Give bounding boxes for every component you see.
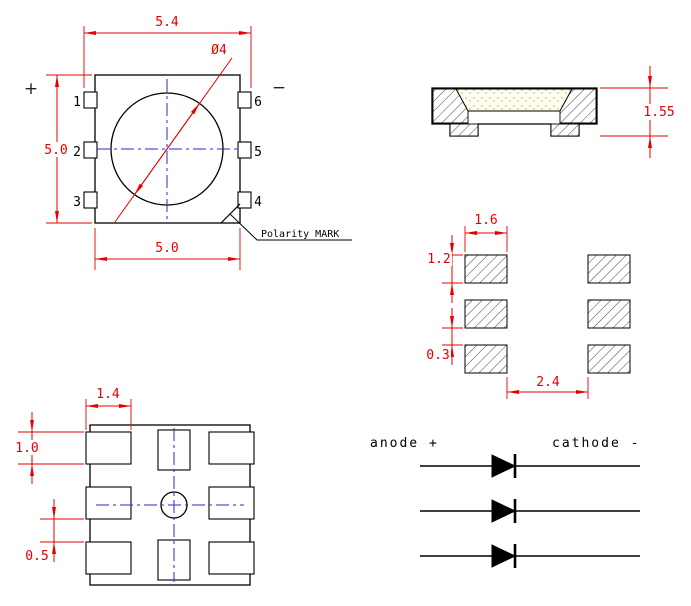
reflector-wall-right [559, 88, 597, 124]
pad-layout: 1.6 1.2 0.3 2.4 [424, 213, 631, 399]
dim-lens-diameter-value: Ø4 [211, 43, 227, 58]
dim-body-width: 5.0 [94, 228, 241, 270]
diode-triangle [491, 544, 517, 568]
dim-body-height-value: 5.0 [44, 143, 67, 158]
anode-label: anode + [370, 436, 439, 451]
dim-overall-width-value: 5.4 [155, 15, 179, 30]
dim-body-width-value: 5.0 [155, 241, 178, 256]
bottom-view: 1.4 1.0 0.5 [14, 387, 255, 586]
solder-pad [464, 299, 508, 329]
bottom-pad [208, 431, 255, 465]
dim-bottom-pad-height: 1.0 [14, 412, 84, 484]
dim-bottom-pad-height-value: 1.0 [15, 441, 38, 456]
pin-number-6: 6 [254, 95, 262, 110]
dim-column-gap: 2.4 [506, 375, 589, 399]
pin-number-1: 1 [73, 95, 81, 110]
dim-pad-height-value: 1.2 [427, 252, 450, 267]
dim-bottom-pad-gap: 0.5 [22, 499, 84, 564]
pin-pad [237, 141, 252, 159]
pin-pad [83, 191, 98, 209]
polarity-plus-sign: + [24, 79, 38, 99]
bottom-pad [85, 541, 132, 575]
solder-pad [464, 344, 508, 374]
dim-package-height: 1.55 [600, 66, 678, 158]
pin-pad [237, 191, 252, 209]
bottom-pad [85, 431, 132, 465]
solder-pad [587, 344, 631, 374]
side-view: 1.55 [431, 66, 678, 158]
dim-bottom-pad-width: 1.4 [85, 387, 132, 430]
dim-bottom-pad-width-value: 1.4 [96, 387, 120, 402]
pin-pad [237, 91, 252, 109]
dim-pad-width-value: 1.6 [474, 213, 497, 228]
dim-body-height: 5.0 [43, 74, 92, 224]
diode-triangle [491, 454, 517, 478]
dim-package-height-value: 1.55 [643, 105, 674, 120]
dim-row-gap: 0.3 [424, 308, 463, 365]
pin-number-4: 4 [254, 195, 262, 210]
diode-symbol [420, 499, 640, 523]
pin-number-3: 3 [73, 195, 81, 210]
dim-lens-diameter: Ø4 [114, 43, 233, 223]
dim-bottom-pad-gap-value: 0.5 [25, 549, 48, 564]
pin-number-2: 2 [73, 145, 81, 160]
lead-foot-right [550, 123, 580, 137]
lead-foot-left [449, 123, 479, 137]
solder-pad [464, 254, 508, 284]
encapsulant-cavity [455, 88, 573, 112]
polarity-mark-label: Polarity MARK [261, 229, 339, 240]
reflector-wall-left [432, 88, 469, 124]
pin-pad [83, 141, 98, 159]
pin-pad [83, 91, 98, 109]
polarity-minus-sign: − [272, 78, 286, 98]
dim-column-gap-value: 2.4 [536, 375, 560, 390]
dim-row-gap-value: 0.3 [426, 348, 449, 363]
polarity-chamfer [220, 203, 241, 224]
dim-pad-width: 1.6 [464, 213, 508, 252]
cathode-label: cathode - [552, 436, 640, 451]
dim-pad-height: 1.2 [425, 235, 463, 303]
polarity-mark-callout: Polarity MARK [229, 213, 352, 241]
bottom-pad [208, 486, 255, 520]
solder-pad [587, 299, 631, 329]
pin-number-5: 5 [254, 145, 262, 160]
dim-overall-width: 5.4 [83, 15, 252, 88]
bottom-pad [85, 486, 132, 520]
diode-symbol [420, 454, 640, 478]
solder-pad [587, 254, 631, 284]
circuit-diagram: anode + cathode - [370, 436, 640, 568]
bottom-pad [208, 541, 255, 575]
top-view: + − 1 2 3 6 5 4 5.4 5.0 5.0 [24, 15, 352, 270]
diode-symbol [420, 544, 640, 568]
diode-triangle [491, 499, 517, 523]
